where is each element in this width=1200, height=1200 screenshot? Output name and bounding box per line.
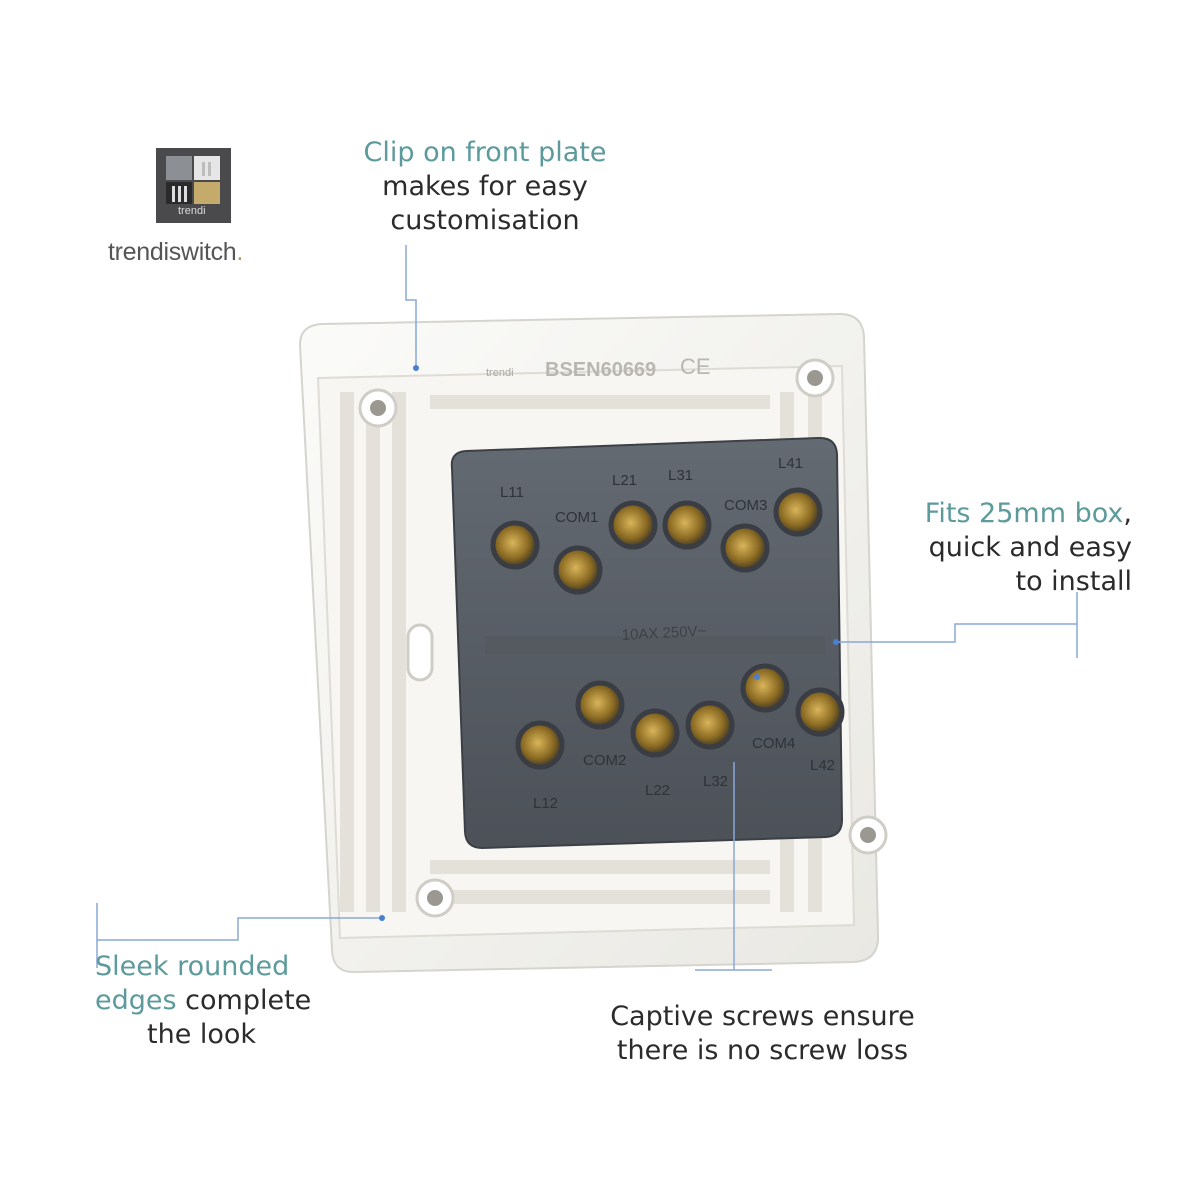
callout-screws: Captive screws ensure there is no screw …	[590, 1000, 935, 1068]
svg-text:COM2: COM2	[583, 752, 626, 769]
brand-wordmark-text: trendiswitch	[108, 238, 237, 266]
module-divider	[485, 636, 825, 654]
svg-text:L21: L21	[612, 472, 637, 489]
brand-logo: trendi	[156, 148, 231, 223]
callout-front-plate: Clip on front plate makes for easy custo…	[330, 136, 640, 238]
brand-wordmark: trendiswitch.	[108, 238, 243, 267]
svg-text:COM3: COM3	[724, 497, 767, 514]
side-slot	[406, 623, 434, 682]
svg-text:COM4: COM4	[752, 735, 795, 752]
svg-text:L42: L42	[810, 757, 835, 774]
leader-lines	[96, 245, 1078, 971]
terminal-labels-top: L11 COM1 L21 L31 COM3 L41	[500, 455, 803, 526]
svg-text:L12: L12	[533, 795, 558, 812]
callout-front-plate-line3: customisation	[390, 205, 580, 236]
svg-text:L31: L31	[668, 467, 693, 484]
brand-logo-caption: trendi	[178, 205, 206, 217]
svg-text:L32: L32	[703, 773, 728, 790]
svg-text:COM1: COM1	[555, 509, 598, 526]
callout-box-tail: ,	[1123, 498, 1132, 529]
callout-edges-accent1: Sleek rounded	[95, 951, 290, 982]
callout-box-line1: Fits 25mm box,	[872, 497, 1132, 531]
callout-edges-rest2: complete	[176, 985, 312, 1016]
callout-box: Fits 25mm box, quick and easy to install	[872, 497, 1132, 599]
callout-box-line2: quick and easy	[928, 532, 1132, 563]
callout-edges-accent2: edges	[95, 985, 177, 1016]
callout-box-line3: to install	[1015, 566, 1132, 597]
svg-text:L11: L11	[500, 484, 524, 501]
back-logo-text: trendi	[486, 367, 514, 379]
ce-marking: CE	[680, 354, 711, 379]
svg-text:L22: L22	[645, 782, 670, 799]
rating-marking: 10AX 250V~	[621, 623, 707, 644]
standard-marking: BSEN60669	[545, 359, 656, 381]
callout-edges-line2: edges complete	[95, 984, 335, 1018]
terminals-top	[490, 487, 823, 595]
callout-edges: Sleek rounded edges complete the look	[95, 950, 335, 1052]
callout-box-accent: Fits 25mm box	[924, 498, 1124, 529]
svg-text:L41: L41	[778, 455, 803, 472]
callout-front-plate-line2: makes for easy	[382, 171, 588, 202]
callout-screws-line1: Captive screws ensure	[610, 1001, 915, 1032]
callout-front-plate-accent: Clip on front plate	[363, 137, 607, 168]
callout-screws-line2: there is no screw loss	[616, 1035, 909, 1066]
brand-logo-mark-icon	[166, 156, 220, 204]
brand-wordmark-dot: .	[236, 238, 244, 266]
callout-edges-line3: the look	[147, 1019, 257, 1050]
terminal-labels-bottom: L12 COM2 L22 L32 COM4 L42	[533, 735, 835, 812]
